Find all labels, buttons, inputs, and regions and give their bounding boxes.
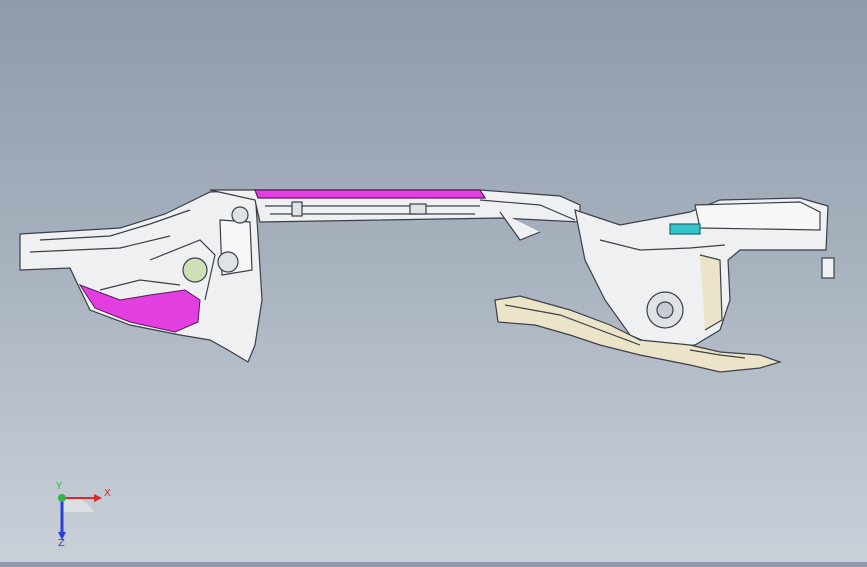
- upper-rail-section[interactable]: [209, 189, 581, 241]
- triad-disc-icon: [62, 497, 94, 512]
- wheelhouse-highlight-part[interactable]: [78, 283, 201, 333]
- orientation-triad: X Y Z: [44, 478, 114, 549]
- z-axis-label: Z: [58, 538, 65, 548]
- z-axis-arrowhead-icon: [58, 532, 66, 540]
- y-axis-label: Y: [55, 481, 63, 492]
- rear-rail-section[interactable]: [574, 197, 835, 349]
- y-axis-dot-icon: [58, 494, 66, 502]
- lower-sill-section[interactable]: [494, 295, 782, 373]
- x-axis-label: X: [104, 488, 111, 499]
- x-axis-arrowhead-icon: [94, 494, 102, 502]
- front-rail-section[interactable]: [19, 189, 263, 363]
